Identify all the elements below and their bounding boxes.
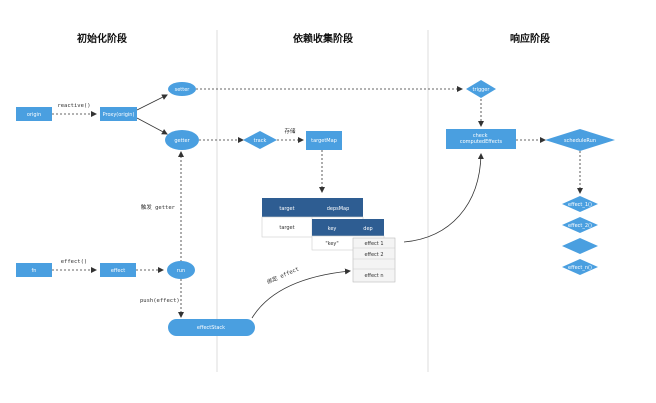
header-collect: 依赖收集阶段 [293, 32, 353, 45]
arrow-proxy-setter [136, 94, 168, 111]
table-depsmap-header [312, 219, 384, 236]
header-respond: 响应阶段 [510, 32, 550, 45]
node-track-label: track [254, 138, 267, 144]
node-proxy-label: Proxy(origin) [103, 112, 135, 118]
table-dep [352, 237, 396, 283]
node-setter [168, 82, 196, 96]
arrow-proxy-getter [136, 117, 168, 135]
node-getter-label: getter [174, 138, 190, 144]
arrow-effectstack-dep [251, 268, 351, 319]
node-run-label: run [177, 268, 185, 274]
label-reactive: reactive() [57, 103, 90, 109]
node-queue-effect-1-label: effect_1() [568, 202, 592, 208]
node-check-label: check computedEffects [460, 133, 503, 145]
node-schedulerun-label: scheduleRun [564, 138, 596, 144]
node-schedulerun [545, 129, 615, 151]
node-run [167, 261, 195, 279]
table-depsmap-h2: dep [363, 226, 372, 232]
node-fn [16, 263, 52, 277]
node-proxy [100, 107, 137, 121]
table-dep-item-n: effect n [364, 273, 383, 279]
node-effect-label: effect [111, 268, 125, 274]
label-push-effect: push(effect) [140, 298, 180, 304]
node-queue-effect-n-label: effect_n() [568, 265, 592, 271]
node-queue-effect-n [562, 259, 598, 275]
label-bind-effect: 绑定 effect [266, 265, 300, 286]
node-queue-effect-2 [562, 217, 598, 233]
node-getter [165, 130, 199, 150]
node-trigger [466, 80, 496, 98]
label-effect-call: effect() [61, 259, 88, 265]
node-track [243, 131, 277, 149]
node-queue-effect-1 [562, 196, 598, 212]
table-targetmap-h2: depsMap [327, 206, 350, 212]
label-store: 存储 [284, 127, 296, 135]
label-trigger-getter: 触发 getter [141, 203, 176, 211]
node-origin [16, 107, 52, 121]
header-init: 初始化阶段 [77, 32, 127, 45]
table-dep-item-2: effect 2 [364, 252, 383, 258]
node-check-line2: computedEffects [460, 139, 503, 145]
node-effect [100, 263, 136, 277]
table-targetmap-cell: target [279, 225, 294, 231]
table-depsmap-cell: "key" [325, 241, 338, 247]
node-setter-label: setter [175, 87, 191, 93]
node-check-line1: check [473, 133, 488, 139]
table-depsmap-h1: key [328, 226, 337, 232]
node-check [446, 129, 516, 149]
arrow-dep-check [403, 153, 484, 243]
node-origin-label: origin [27, 112, 41, 118]
node-trigger-label: trigger [473, 87, 491, 93]
table-dep-item-1: effect 1 [364, 241, 383, 247]
node-targetmap [306, 131, 342, 150]
node-targetmap-label: targetMap [311, 138, 337, 144]
node-effectstack-label: effectStack [197, 325, 225, 331]
table-targetmap-header [262, 198, 363, 217]
node-fn-label: fn [32, 268, 37, 274]
node-effectstack [168, 319, 255, 336]
node-queue-effect-2-label: effect_2() [568, 223, 592, 229]
table-targetmap-h1: target [279, 206, 294, 212]
node-queue-effect-3 [562, 238, 598, 254]
